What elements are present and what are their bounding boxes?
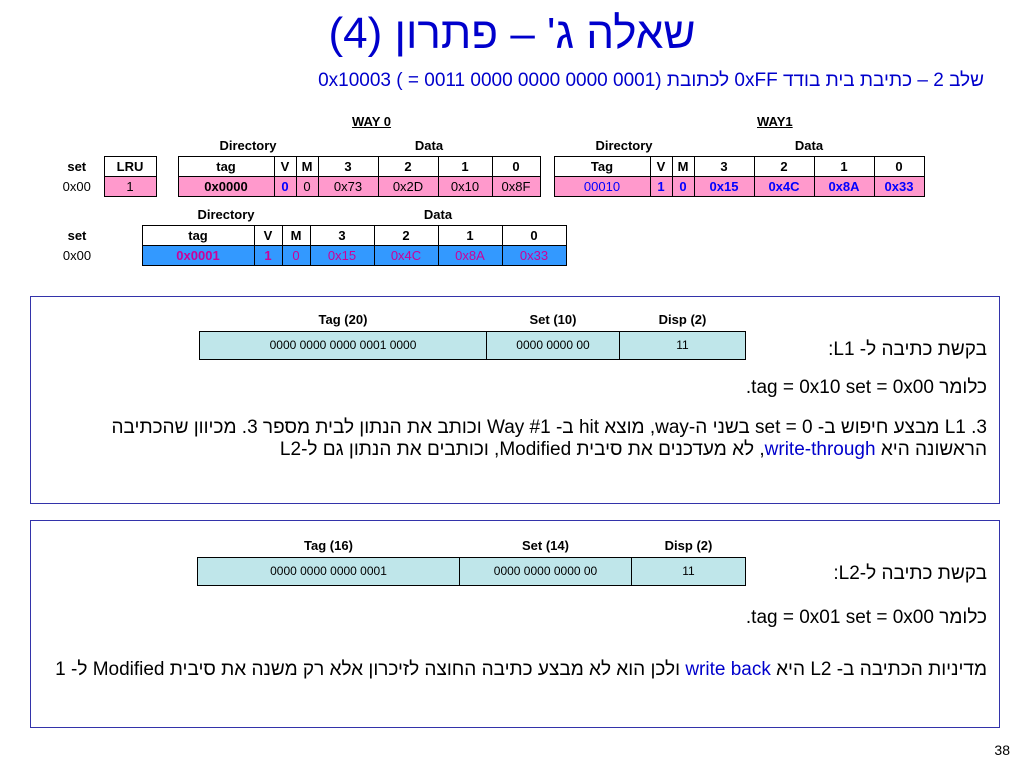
l1-way1-header: Tag — [553, 155, 651, 177]
l1-way0-header: 2 — [377, 155, 439, 177]
l1-address-breakdown: Tag (20) Set (10) Disp (2) 0000 0000 000… — [199, 309, 746, 360]
l2-byte3: 0x15 — [309, 244, 375, 266]
l2-meaning-text: כלומר tag = 0x01 set = 0x00. — [745, 607, 987, 628]
l2-set-header: set — [67, 227, 87, 243]
l1-explanation: 3. L1 מבצע חיפוש ב- set = 0 בשני ה-way, … — [47, 417, 987, 461]
l1-way1-header: 3 — [693, 155, 755, 177]
l1-way0-byte1: 0x10 — [437, 175, 493, 197]
l2-cache-table: Directory Data set tag V M 3 2 1 0 0x00 … — [50, 205, 567, 266]
l2-data-label: Data — [423, 207, 453, 223]
l2-header: tag — [141, 224, 255, 246]
l2-explanation-part: ולכן הוא לא מבצע כתיבה החוצה לזיכרון אלא… — [55, 659, 686, 680]
l1-way1-modified: 0 — [671, 175, 695, 197]
l1-way1-tag: 00010 — [553, 175, 651, 197]
addr-header: Disp (2) — [664, 538, 713, 554]
table-row: 0x00 0x0001 1 0 0x15 0x4C 0x8A 0x33 — [50, 244, 567, 266]
addr-header: Set (10) — [529, 312, 577, 328]
write-back-term: write back — [685, 659, 771, 680]
l1-way0-tag: 0x0000 — [177, 175, 275, 197]
l2-byte0: 0x33 — [501, 244, 567, 266]
l2-directory-label: Directory — [197, 207, 255, 223]
l1-explanation-part: 3. L1 מבצע חיפוש ב- set = 0 בשני ה-way, … — [111, 417, 987, 460]
l1-lru-value: 1 — [103, 175, 157, 197]
l1-way0-valid: 0 — [273, 175, 297, 197]
l1-lru-header: LRU — [103, 155, 157, 177]
l2-byte1: 0x8A — [437, 244, 503, 266]
addr-header: Disp (2) — [658, 312, 707, 328]
l1-request-box: Tag (20) Set (10) Disp (2) 0000 0000 000… — [30, 296, 1000, 504]
addr-header: Tag (16) — [304, 538, 353, 554]
l1-way1-header: M — [671, 155, 695, 177]
addr-header: Tag (20) — [318, 312, 368, 328]
l1-way0-directory-label: Directory — [219, 138, 277, 154]
l1-way1-header: 2 — [753, 155, 815, 177]
addr-set-bits: 0000 0000 0000 00 — [459, 556, 632, 586]
l1-way0-data-label: Data — [414, 138, 444, 154]
addr-header: Set (14) — [522, 538, 569, 554]
l2-header: V — [253, 224, 283, 246]
l2-request-text: בקשת כתיבה ל-L2: — [833, 563, 987, 584]
l1-way1-header: 1 — [813, 155, 875, 177]
l1-way1-directory-label: Directory — [595, 138, 653, 154]
l1-way1-data-label: Data — [794, 138, 824, 154]
l1-way1-header: 0 — [873, 155, 925, 177]
l1-way0-byte3: 0x73 — [317, 175, 379, 197]
addr-disp-bits: 11 — [631, 556, 746, 586]
l2-header: 2 — [373, 224, 439, 246]
l2-explanation: מדיניות הכתיבה ב- L2 היא write back ולכן… — [47, 659, 987, 681]
l1-way0-header: V — [273, 155, 297, 177]
l2-explanation-part: מדיניות הכתיבה ב- L2 היא — [770, 659, 987, 680]
l2-header: M — [281, 224, 311, 246]
l2-request-box: Tag (16) Set (14) Disp (2) 0000 0000 000… — [30, 520, 1000, 728]
l1-way0-header: 3 — [317, 155, 379, 177]
l1-set-header: set — [67, 158, 87, 174]
l2-valid: 1 — [253, 244, 283, 266]
l1-way1-header: V — [649, 155, 673, 177]
slide-subtitle: שלב 2 – כתיבת בית בודד 0xFF לכתובת 0x100… — [318, 70, 984, 91]
write-through-term: write-through — [764, 439, 876, 460]
table-row: 0x00 1 0x0000 0 0 0x73 0x2D 0x10 0x8F 00… — [50, 175, 925, 197]
l1-cache-table: Directory Data Directory Data set LRU ta… — [50, 136, 925, 197]
addr-disp-bits: 11 — [619, 330, 746, 360]
l2-address-breakdown: Tag (16) Set (14) Disp (2) 0000 0000 000… — [197, 535, 746, 586]
l1-meaning-text: כלומר tag = 0x10 set = 0x00. — [745, 377, 987, 398]
page-number: 38 — [994, 742, 1010, 758]
addr-tag-bits: 0000 0000 0000 0001 0000 — [199, 330, 487, 360]
l1-way0-header: 1 — [437, 155, 493, 177]
l2-modified: 0 — [281, 244, 311, 266]
l1-way1-byte2: 0x4C — [753, 175, 815, 197]
l1-way1-byte0: 0x33 — [873, 175, 925, 197]
l1-way0-header: 0 — [491, 155, 541, 177]
way1-label: WAY1 — [757, 114, 793, 129]
l2-header: 0 — [501, 224, 567, 246]
l1-way0-header: M — [295, 155, 319, 177]
l1-way1-byte3: 0x15 — [693, 175, 755, 197]
l1-request-text: בקשת כתיבה ל- L1: — [828, 339, 987, 360]
l2-header: 1 — [437, 224, 503, 246]
l1-explanation-part: , לא מעדכנים את סיבית Modified, וכותבים … — [279, 439, 765, 460]
way0-label: WAY 0 — [352, 114, 392, 129]
l1-way0-byte2: 0x2D — [377, 175, 439, 197]
l1-set-value: 0x00 — [62, 178, 91, 194]
l1-way0-header: tag — [177, 155, 275, 177]
l2-byte2: 0x4C — [373, 244, 439, 266]
l2-header: 3 — [309, 224, 375, 246]
l2-set-value: 0x00 — [62, 247, 92, 263]
l1-way1-byte1: 0x8A — [813, 175, 875, 197]
slide-title: שאלה ג' – פתרון (4) — [328, 9, 696, 58]
l1-way1-valid: 1 — [649, 175, 673, 197]
addr-tag-bits: 0000 0000 0000 0001 — [197, 556, 460, 586]
l1-way0-modified: 0 — [295, 175, 319, 197]
addr-set-bits: 0000 0000 00 — [486, 330, 620, 360]
l2-tag: 0x0001 — [141, 244, 255, 266]
l1-way0-byte0: 0x8F — [491, 175, 541, 197]
